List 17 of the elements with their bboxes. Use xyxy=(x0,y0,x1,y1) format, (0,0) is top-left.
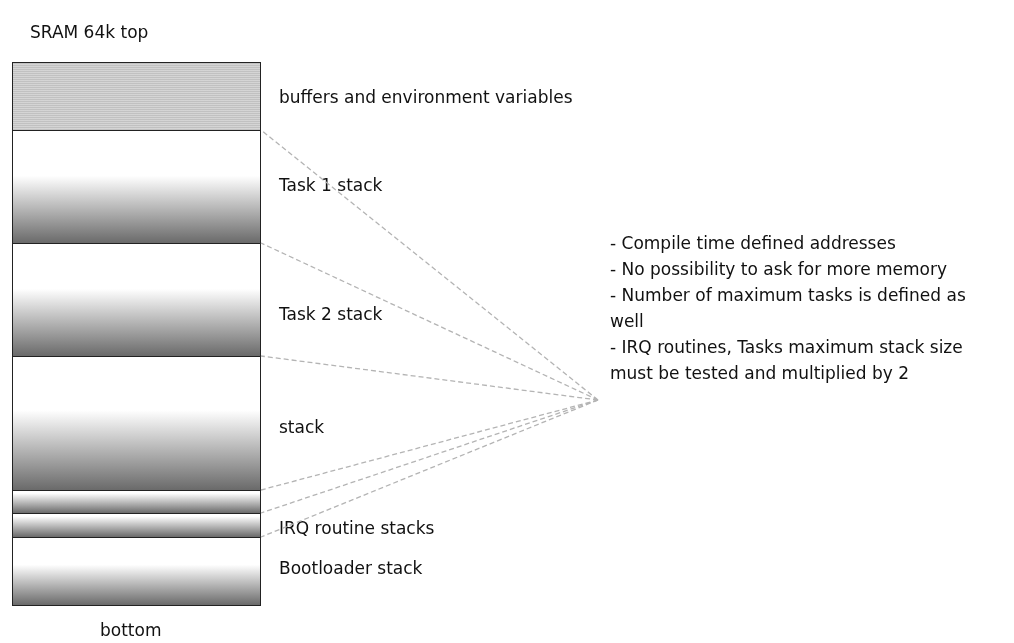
leader-line xyxy=(260,242,599,401)
note-text: - IRQ routines, Tasks maximum stack size must be tested and multiplied by 2 xyxy=(610,336,964,385)
note-text: - Number of maximum tasks is defined as well xyxy=(610,284,967,333)
segment-label: stack xyxy=(279,417,325,437)
memory-label: SRAM 64k top xyxy=(30,22,149,42)
segment-label: Bootloader stack xyxy=(279,558,423,578)
leader-line xyxy=(260,129,599,401)
segment-label: IRQ routine stacks xyxy=(279,518,435,538)
segment-label: Task 1 stack xyxy=(279,175,383,195)
segment-label: buffers and environment variables xyxy=(279,87,573,107)
memory-label: bottom xyxy=(100,620,162,640)
memory-segment xyxy=(12,490,261,514)
note-text: - No possibility to ask for more memory xyxy=(610,258,949,281)
segment-label: Task 2 stack xyxy=(279,304,383,324)
leader-line xyxy=(260,399,599,538)
leader-line xyxy=(260,355,599,401)
note-text: - Compile time defined addresses xyxy=(610,232,897,255)
